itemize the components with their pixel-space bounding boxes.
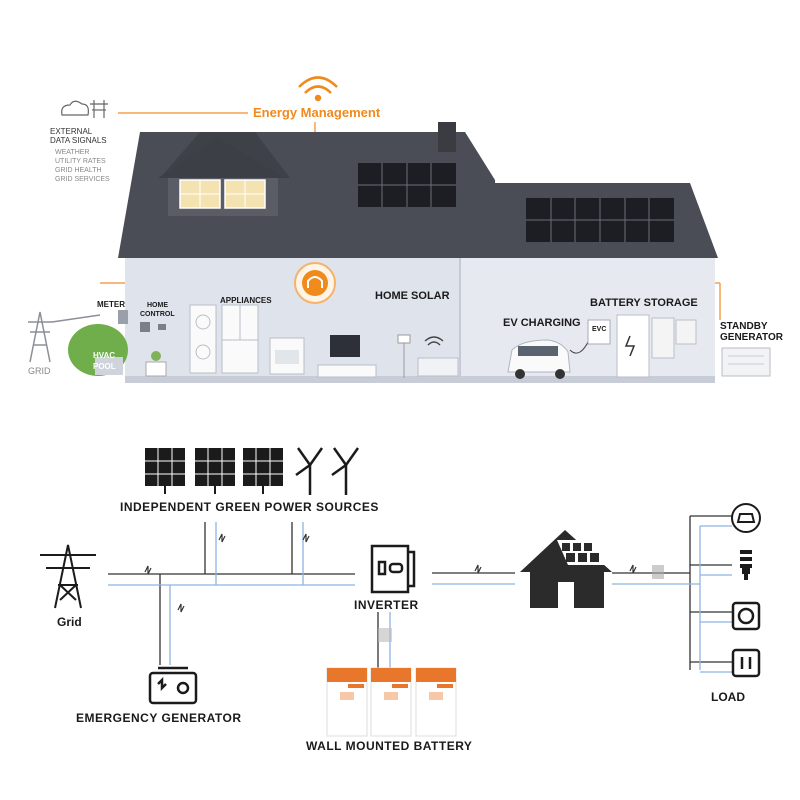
grid-label-bottom: Grid	[57, 615, 82, 629]
evc-charger	[587, 319, 611, 345]
appliances-label: APPLIANCES	[220, 296, 272, 305]
home-solar-label: HOME SOLAR	[375, 290, 450, 302]
load-switch-icon	[731, 648, 761, 678]
grid-tower-bottom-icon	[40, 544, 96, 609]
emergency-generator-label: EMERGENCY GENERATOR	[76, 711, 242, 725]
standby-label-2: GENERATOR	[720, 332, 783, 343]
load-socket-icon	[731, 601, 761, 631]
home-control-label-2: CONTROL	[140, 311, 175, 318]
green-solar-panel-icon	[145, 448, 283, 494]
load-car-icon	[731, 503, 761, 533]
washer-dryer-icon	[189, 304, 217, 374]
standby-generator-icon	[721, 347, 771, 377]
solar-panel-main	[358, 163, 456, 207]
external-item: WEATHER	[55, 149, 90, 156]
external-item: GRID SERVICES	[55, 176, 110, 183]
external-item: UTILITY RATES	[55, 158, 106, 165]
standby-label-1: STANDBY	[720, 321, 768, 332]
meter-label: METER	[97, 300, 125, 309]
pool-label: POOL	[93, 362, 116, 371]
battery-storage-label: BATTERY STORAGE	[590, 297, 698, 309]
grid-label-top: GRID	[28, 366, 51, 376]
load-bulb-icon	[740, 550, 752, 580]
emergency-generator-icon	[148, 666, 198, 705]
tv-icon	[330, 335, 360, 357]
weather-icon	[61, 100, 89, 116]
external-title-2: DATA SIGNALS	[50, 136, 107, 145]
grid-tower-icon	[28, 311, 101, 363]
external-item: GRID HEALTH	[55, 167, 102, 174]
green-sources-label: INDEPENDENT GREEN POWER SOURCES	[120, 500, 379, 514]
hvac-label: HVAC	[93, 351, 116, 360]
inverter-icon	[370, 544, 416, 594]
lamp-icon	[397, 334, 411, 344]
house-illustration	[28, 76, 771, 383]
load-house-icon	[520, 530, 612, 608]
evc-label: EVC	[592, 326, 607, 333]
external-title-1: EXTERNAL	[50, 127, 93, 136]
wall-battery-label: WALL MOUNTED BATTERY	[306, 739, 473, 753]
ev-car-icon	[507, 339, 571, 379]
inverter-label: INVERTER	[354, 598, 419, 612]
solar-panel-garage	[526, 198, 674, 242]
home-control-icon	[140, 322, 150, 332]
wifi-icon	[298, 76, 338, 102]
home-wifi-icon	[424, 336, 444, 346]
energy-management-label: Energy Management	[253, 105, 381, 120]
home-control-label-1: HOME	[147, 302, 168, 309]
ev-charging-label: EV CHARGING	[503, 317, 581, 329]
meter-icon	[118, 310, 128, 324]
wall-battery-icon	[326, 667, 457, 737]
load-label: LOAD	[711, 690, 745, 704]
wind-turbine-icon	[295, 447, 360, 495]
